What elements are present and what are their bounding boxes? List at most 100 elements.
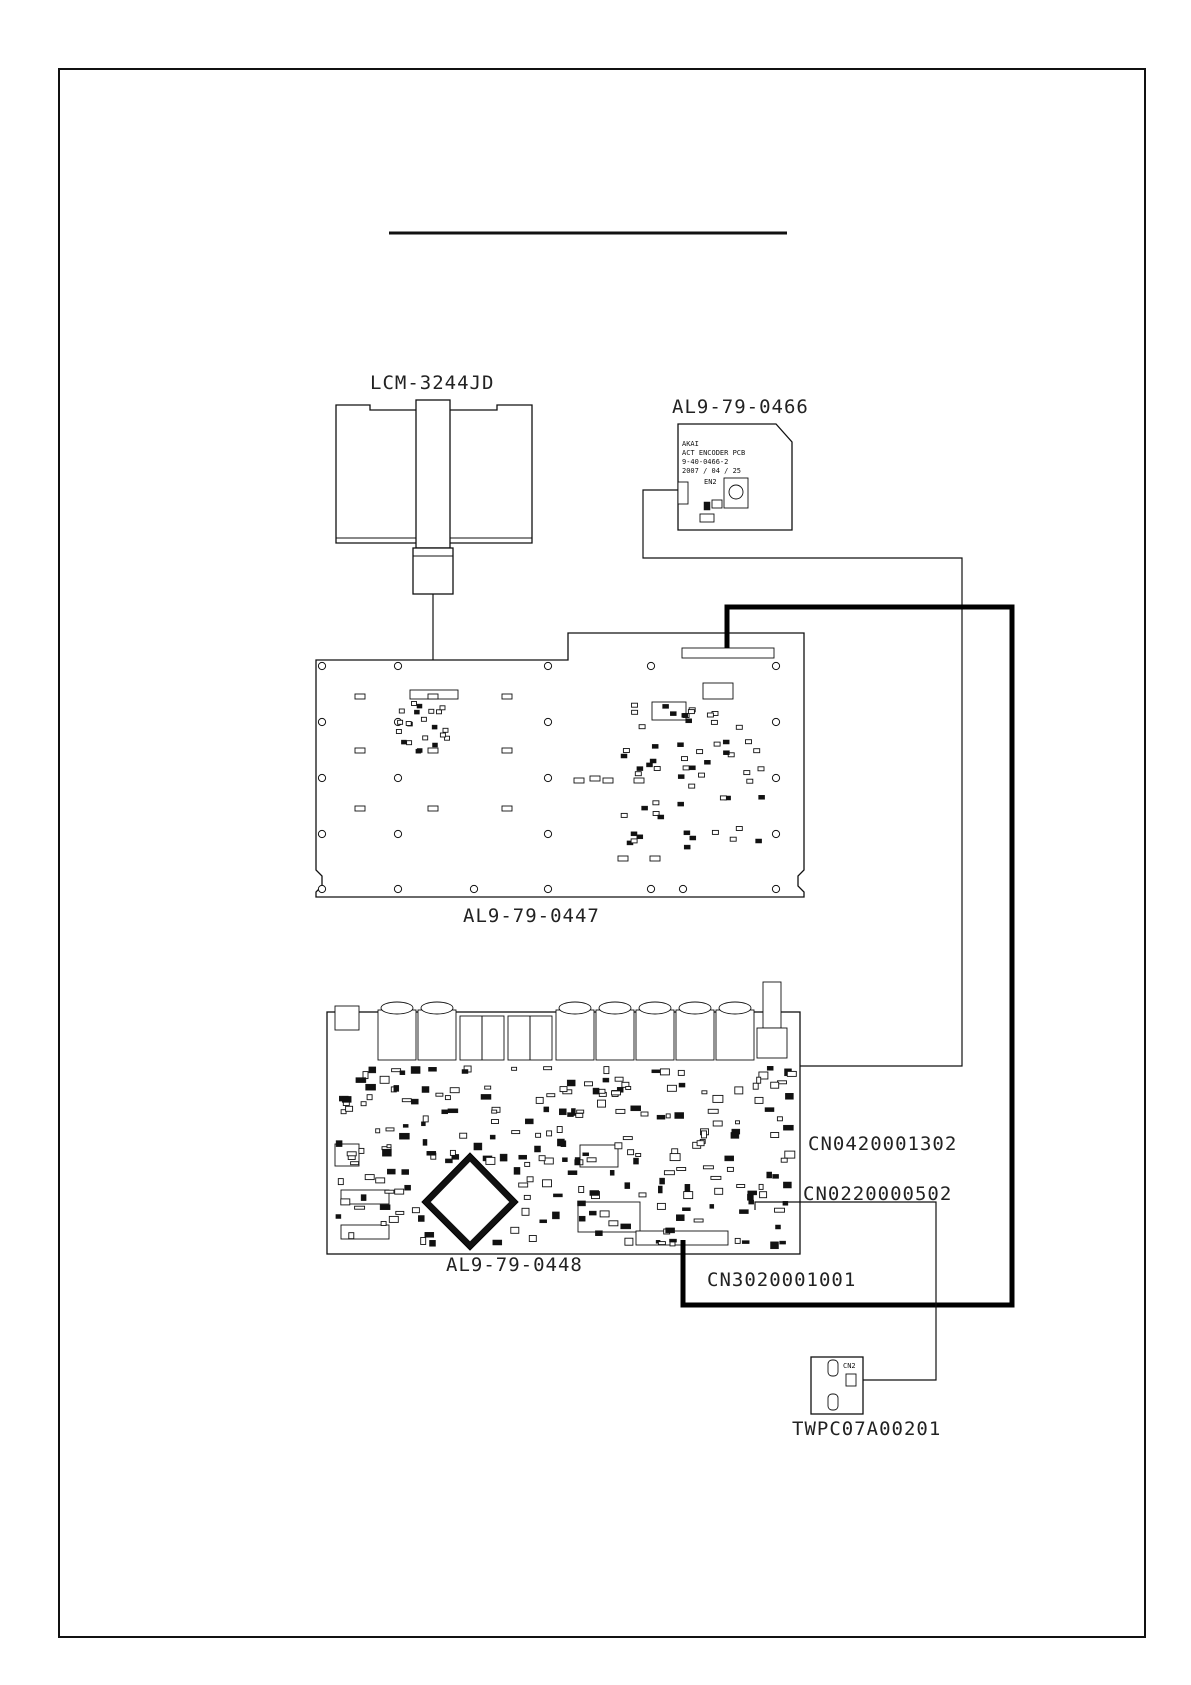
jack [596, 1010, 634, 1060]
main-part [603, 1078, 609, 1082]
main-part [667, 1085, 676, 1091]
jack-ring [381, 1002, 413, 1014]
main-part [421, 1122, 425, 1126]
main-part [450, 1150, 455, 1155]
mounting-hole [679, 885, 686, 892]
panel-part [704, 760, 710, 764]
main-part [557, 1139, 564, 1146]
main-part [616, 1109, 625, 1113]
jack [418, 1010, 456, 1060]
main-part [587, 1158, 596, 1162]
main-part [361, 1195, 366, 1201]
panel-part [639, 725, 645, 729]
panel-part [621, 813, 627, 817]
main-part [376, 1178, 385, 1183]
main-part [543, 1180, 552, 1187]
panel-smd [502, 748, 512, 753]
main-part [702, 1091, 707, 1094]
panel-part [440, 733, 445, 737]
main-part [660, 1069, 669, 1075]
encoder-silk-4: 2007 / 04 / 25 [682, 467, 741, 475]
main-part [785, 1151, 795, 1158]
main-part [347, 1152, 356, 1156]
main-part [585, 1082, 593, 1086]
jack [556, 1010, 594, 1060]
main-part [387, 1145, 391, 1148]
mounting-hole [470, 885, 477, 892]
panel-part [398, 720, 403, 724]
panel-smd [618, 856, 628, 861]
main-pcb-label: AL9-79-0448 [446, 1254, 583, 1276]
main-part [657, 1115, 665, 1119]
main-part [783, 1125, 793, 1130]
mounting-hole [772, 662, 779, 669]
main-jacks [335, 982, 787, 1060]
encoder-silk-2: ACT ENCODER PCB [682, 449, 745, 457]
main-part [621, 1224, 631, 1229]
panel-part [747, 779, 753, 783]
main-part [600, 1211, 609, 1217]
main-part [519, 1183, 528, 1187]
panel-part [688, 710, 694, 714]
main-part [525, 1162, 530, 1166]
main-part [747, 1194, 753, 1200]
panel-smd [428, 748, 438, 753]
cable-c-label: CN3020001001 [707, 1269, 856, 1291]
panel-part [652, 744, 658, 748]
panel-part [736, 725, 742, 729]
panel-smd [355, 748, 365, 753]
panel-smd [603, 778, 613, 783]
main-part [664, 1171, 674, 1175]
main-part [381, 1222, 386, 1226]
main-part [519, 1155, 527, 1159]
main-part [411, 1099, 418, 1104]
main-part [684, 1192, 693, 1199]
main-part [512, 1131, 520, 1134]
panel-smd [574, 778, 584, 783]
panel-smd [355, 806, 365, 811]
main-part [544, 1158, 553, 1164]
main-part [370, 1086, 375, 1089]
main-part [666, 1228, 675, 1233]
main-part [423, 1116, 428, 1122]
mounting-hole [318, 718, 325, 725]
main-part [677, 1168, 686, 1171]
cable-b-label: CN0220000502 [803, 1183, 952, 1205]
main-part [400, 1071, 405, 1075]
main-part [436, 1093, 443, 1096]
main-part [639, 1193, 646, 1197]
main-part [421, 1238, 426, 1245]
mounting-hole [544, 774, 551, 781]
lcd-module-label: LCM-3244JD [370, 372, 494, 394]
main-part [589, 1211, 596, 1215]
panel-part [730, 837, 736, 841]
main-part [676, 1215, 684, 1221]
main-part [715, 1188, 723, 1194]
main-part [652, 1070, 661, 1073]
lcd-module [336, 400, 532, 690]
main-part [636, 1154, 641, 1157]
main-part [675, 1113, 684, 1119]
main-part [625, 1183, 630, 1189]
panel-part [440, 706, 445, 710]
panel-part [759, 795, 765, 799]
main-part [536, 1097, 543, 1103]
pot-shaft [763, 982, 781, 1028]
panel-smd [502, 806, 512, 811]
main-part [369, 1067, 376, 1073]
panel-part [642, 806, 648, 810]
main-part [525, 1119, 533, 1124]
panel-part [678, 743, 684, 747]
main-part [522, 1208, 529, 1215]
mounting-hole [544, 662, 551, 669]
main-part [678, 1070, 684, 1075]
encoder-silk-3: 9-40-0466-2 [682, 458, 728, 466]
main-part [742, 1241, 749, 1244]
panel-part [637, 835, 643, 839]
panel-part [432, 725, 437, 729]
panel-part [756, 839, 762, 843]
main-part [412, 1208, 419, 1213]
jack-ring [719, 1002, 751, 1014]
panel-part [682, 713, 688, 717]
